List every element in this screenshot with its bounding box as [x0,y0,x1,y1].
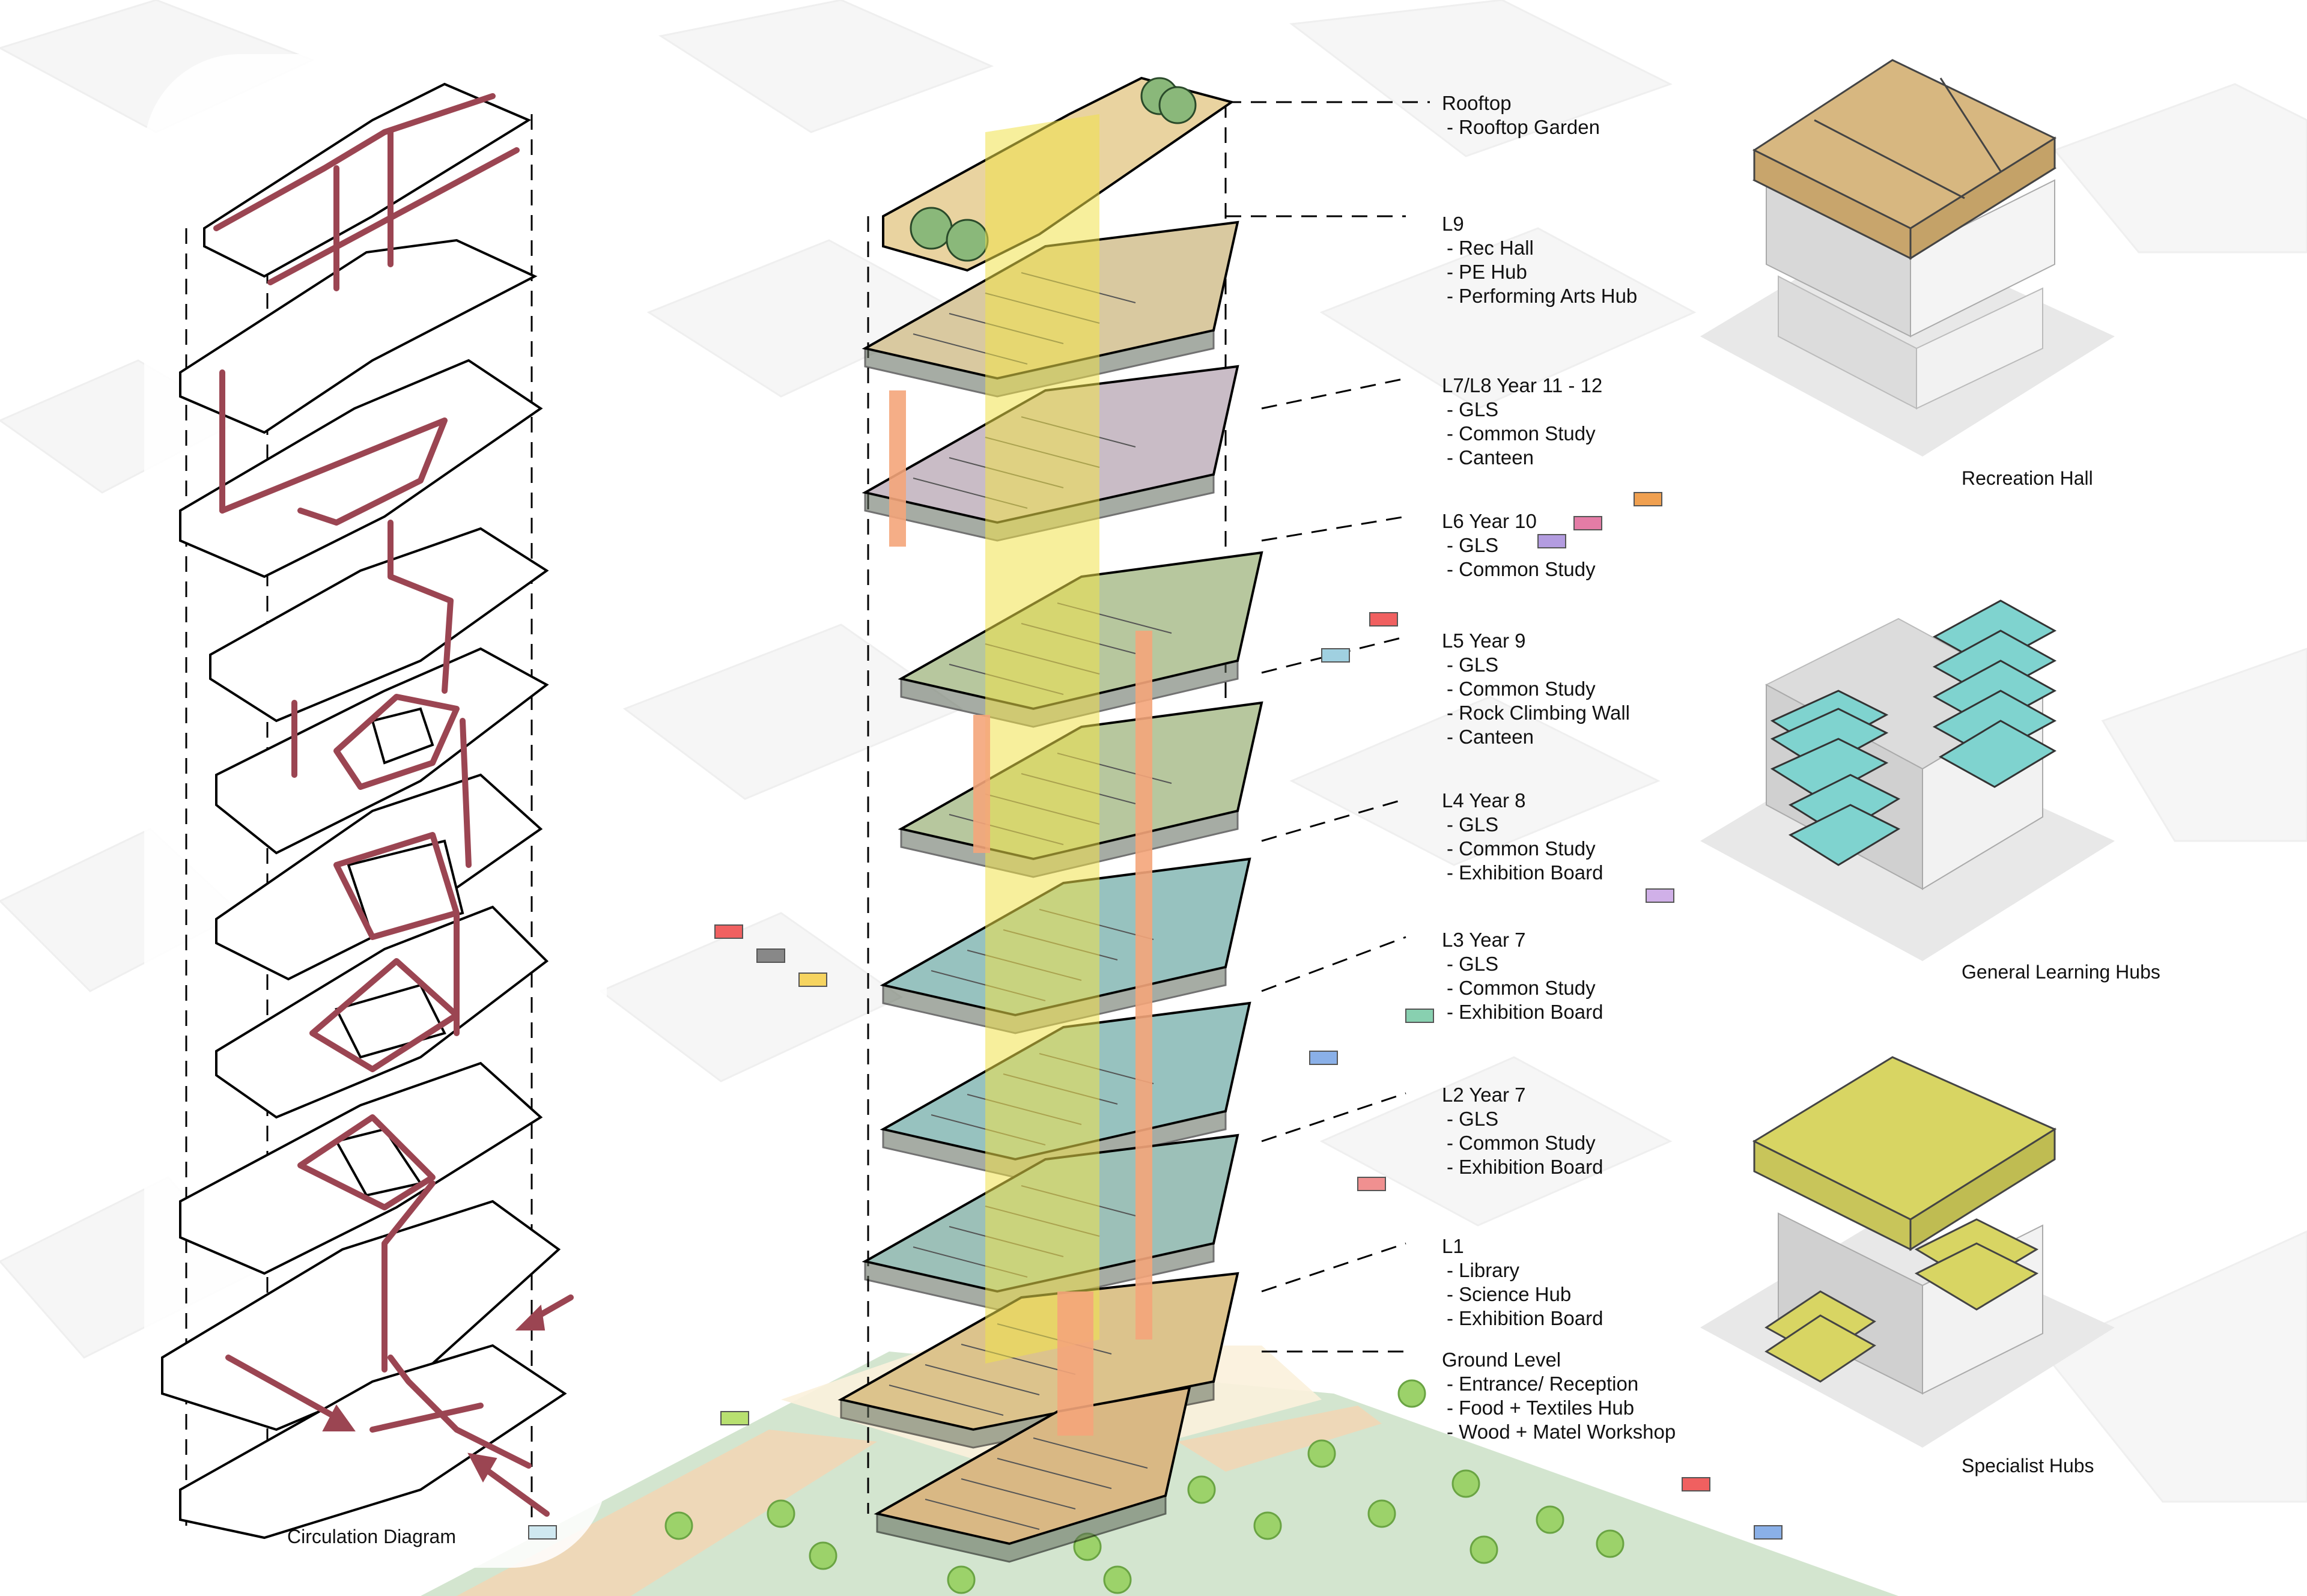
level-label-ground: Ground Level- Entrance/ Reception- Food … [1442,1348,1676,1444]
level-label-l5: L5 Year 9- GLS- Common Study- Rock Climb… [1442,629,1630,749]
level-title: L5 Year 9 [1442,630,1526,652]
level-item: - Canteen [1447,446,1534,469]
level-title: L9 [1442,213,1464,235]
lift-core [1057,1291,1093,1436]
caption-general-learning-hubs: General Learning Hubs [1962,961,2160,983]
caption-specialist-hubs: Specialist Hubs [1962,1455,2094,1476]
room-partition [925,1364,1040,1395]
level-title: Ground Level [1442,1349,1561,1371]
specialist-hubs-massing [1700,1056,2115,1448]
level-label-l6: L6 Year 10- GLS- Common Study [1442,509,1596,581]
level-title: L6 Year 10 [1442,510,1537,532]
vehicle-icons [528,492,1783,1540]
room-partition [961,1344,1076,1375]
floor-slab-edge [876,1494,1167,1563]
level-item: - Performing Arts Hub [1447,285,1638,307]
level-item: - Exhibition Board [1447,1001,1603,1023]
level-item: - Entrance/ Reception [1447,1373,1639,1395]
level-item: - Rec Hall [1447,237,1534,259]
level-label-l4: L4 Year 8- GLS- Common Study- Exhibition… [1442,789,1603,885]
level-label-l7l8: L7/L8 Year 11 - 12- GLS- Common Study- C… [1442,374,1602,470]
circulation-paths [213,93,532,1469]
level-item: - Library [1447,1259,1520,1281]
level-item: - GLS [1447,654,1499,676]
level-title: L7/L8 Year 11 - 12 [1442,374,1603,396]
lift-core [973,715,990,853]
level-item: - Wood + Matel Workshop [1447,1421,1676,1443]
general-learning-hubs-massing [1700,599,2115,961]
caption-recreation-hall: Recreation Hall [1962,467,2093,489]
level-title: L4 Year 8 [1442,789,1526,812]
level-item: - Food + Textiles Hub [1447,1397,1635,1419]
level-item: - GLS [1447,1108,1499,1130]
room-partition [997,1458,1112,1489]
level-item: - Common Study [1447,1132,1596,1154]
room-partition [889,1385,1004,1416]
entrance-arrow-icons [225,1294,574,1517]
level-item: - GLS [1447,398,1499,420]
level-item: - Rock Climbing Wall [1447,702,1630,724]
atrium-void-shaft [985,114,1099,1364]
level-item: - Rooftop Garden [1447,116,1600,138]
tree-icons [664,1379,1625,1594]
lift-core [889,390,906,547]
lift-core [1135,631,1152,1340]
caption-circulation-diagram: Circulation Diagram [287,1526,456,1547]
level-item: - Common Study [1447,558,1596,580]
room-partition [925,1499,1040,1530]
level-item: - Exhibition Board [1447,861,1603,884]
level-item: - Science Hub [1447,1283,1572,1305]
level-item: - Exhibition Board [1447,1156,1603,1178]
recreation-hall-massing [1700,59,2115,457]
level-label-l3: L3 Year 7- GLS- Common Study- Exhibition… [1442,928,1603,1024]
level-item: - Common Study [1447,977,1596,999]
circulation-floor-outlines [161,82,567,1540]
floor-slab-edge [840,1380,1215,1449]
level-item: - PE Hub [1447,261,1527,283]
level-label-l1: L1- Library- Science Hub- Exhibition Boa… [1442,1234,1603,1331]
level-title: L3 Year 7 [1442,929,1526,951]
level-item: - Exhibition Board [1447,1307,1603,1329]
level-item: - GLS [1447,813,1499,836]
level-item: - Common Study [1447,837,1596,860]
level-item: - GLS [1447,534,1499,556]
room-partition [961,1478,1076,1510]
level-label-l2: L2 Year 7- GLS- Common Study- Exhibition… [1442,1083,1603,1179]
level-label-l9: L9- Rec Hall- PE Hub- Performing Arts Hu… [1442,212,1637,308]
level-item: - GLS [1447,953,1499,975]
level-title: Rooftop [1442,92,1512,114]
room-partition [1033,1437,1148,1469]
level-item: - Common Study [1447,422,1596,445]
level-item: - Common Study [1447,678,1596,700]
level-title: L1 [1442,1235,1464,1257]
level-label-rooftop: Rooftop- Rooftop Garden [1442,91,1600,139]
level-title: L2 Year 7 [1442,1084,1526,1106]
level-item: - Canteen [1447,726,1534,748]
